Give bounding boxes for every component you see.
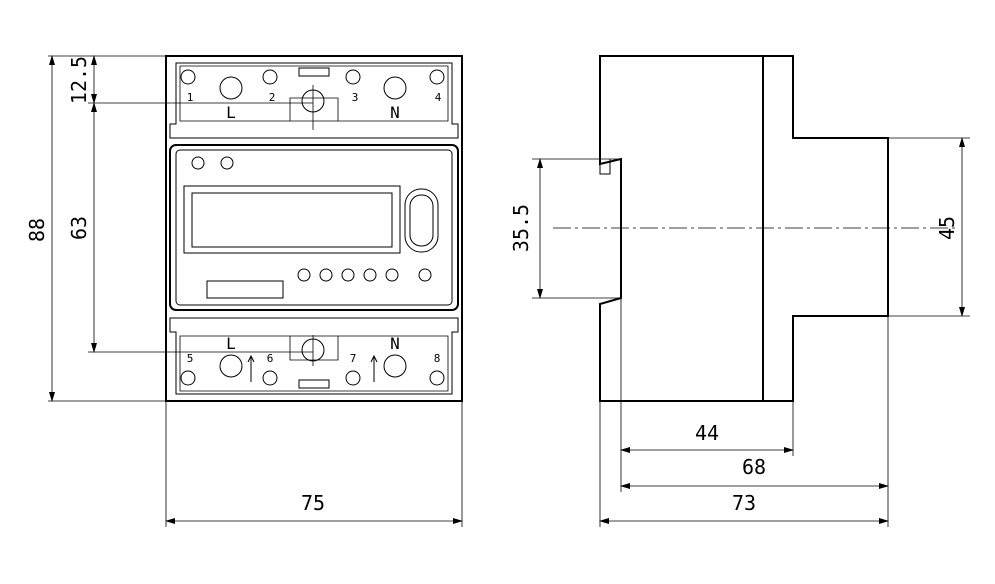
screw-4	[429, 69, 445, 85]
display-panel	[169, 144, 459, 311]
dim-top-offset: 12.5	[67, 56, 91, 104]
terminal-label-5: 5	[187, 352, 194, 365]
dim-depth-total: 73	[732, 491, 756, 515]
top-terminal-block	[169, 62, 459, 139]
screw-5	[180, 370, 196, 386]
led-button-3	[341, 268, 355, 282]
terminal-screw-l-bottom	[219, 354, 243, 378]
terminal-label-8: 8	[434, 352, 441, 365]
button-oval-outer	[404, 188, 439, 253]
led-button-4	[363, 268, 377, 282]
led-button-2	[319, 268, 333, 282]
bottom-center-tab	[298, 379, 330, 389]
dim-front-height: 45	[935, 216, 959, 240]
terminal-label-2: 2	[269, 91, 276, 104]
bottom-line-label: L	[226, 334, 236, 353]
terminal-screw-l-top	[219, 76, 243, 100]
dim-depth-mid: 68	[742, 455, 766, 479]
top-center-tab	[298, 67, 330, 77]
terminal-label-1: 1	[187, 91, 194, 104]
screw-1	[180, 69, 196, 85]
lcd-window	[191, 192, 393, 248]
button-oval	[409, 194, 434, 247]
top-neutral-label: N	[390, 103, 400, 122]
terminal-screw-n-top	[383, 76, 407, 100]
bottom-terminal-block	[169, 317, 459, 395]
nameplate-slot	[206, 280, 284, 299]
led-button-6	[418, 268, 432, 282]
dim-depth-front: 44	[695, 421, 719, 445]
top-line-label: L	[226, 103, 236, 122]
terminal-label-4: 4	[435, 91, 442, 104]
bottom-neutral-label: N	[390, 334, 400, 353]
front-outline	[165, 55, 463, 402]
side-dimensions: 35.5 45 44 68 73	[509, 137, 970, 527]
screw-2	[262, 69, 278, 85]
indicator-led-1	[191, 156, 205, 170]
lcd-window-outer	[183, 185, 401, 254]
screw-8	[429, 370, 445, 386]
screw-3	[345, 69, 361, 85]
dim-width: 75	[301, 491, 325, 515]
dim-total-height: 88	[25, 218, 49, 242]
indicator-led-2	[220, 156, 234, 170]
side-outline	[599, 55, 889, 402]
terminal-label-7: 7	[350, 352, 357, 365]
terminal-screw-n-bottom	[383, 354, 407, 378]
side-view	[553, 55, 955, 402]
terminal-label-6: 6	[267, 352, 274, 365]
dim-terminal-span: 63	[67, 216, 91, 240]
led-button-5	[385, 268, 399, 282]
front-view: 1 2 3 4 L N 5 6	[165, 55, 463, 402]
front-dimensions: 88 12.5 63 75	[25, 55, 463, 527]
led-button-1	[297, 268, 311, 282]
terminal-label-3: 3	[352, 91, 359, 104]
dim-rail-height: 35.5	[509, 204, 533, 252]
screw-6	[262, 370, 278, 386]
screw-7	[345, 370, 361, 386]
